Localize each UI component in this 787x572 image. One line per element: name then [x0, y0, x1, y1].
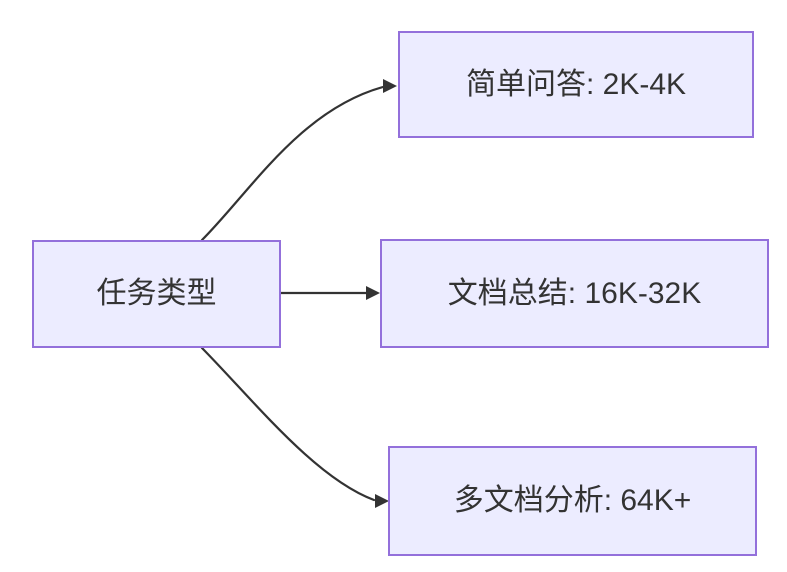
edge-task-type-to-simple-qa: [200, 79, 397, 242]
node-doc-summary-label: 文档总结: 16K-32K: [447, 276, 702, 310]
node-task-type-label: 任务类型: [96, 277, 217, 310]
arrowhead-icon: [366, 286, 380, 300]
node-simple-qa-label: 简单问答: 2K-4K: [465, 67, 687, 101]
edge-task-type-to-doc-summary: [279, 286, 380, 300]
node-multi-doc-label: 多文档分析: 64K+: [453, 484, 692, 517]
edge-task-type-to-multi-doc: [200, 346, 389, 508]
arrowhead-icon: [375, 494, 389, 508]
node-task-type: 任务类型: [32, 240, 281, 348]
node-doc-summary: 文档总结: 16K-32K: [380, 239, 769, 348]
arrowhead-icon: [383, 79, 397, 93]
node-simple-qa: 简单问答: 2K-4K: [398, 31, 754, 138]
node-multi-doc: 多文档分析: 64K+: [388, 446, 757, 556]
